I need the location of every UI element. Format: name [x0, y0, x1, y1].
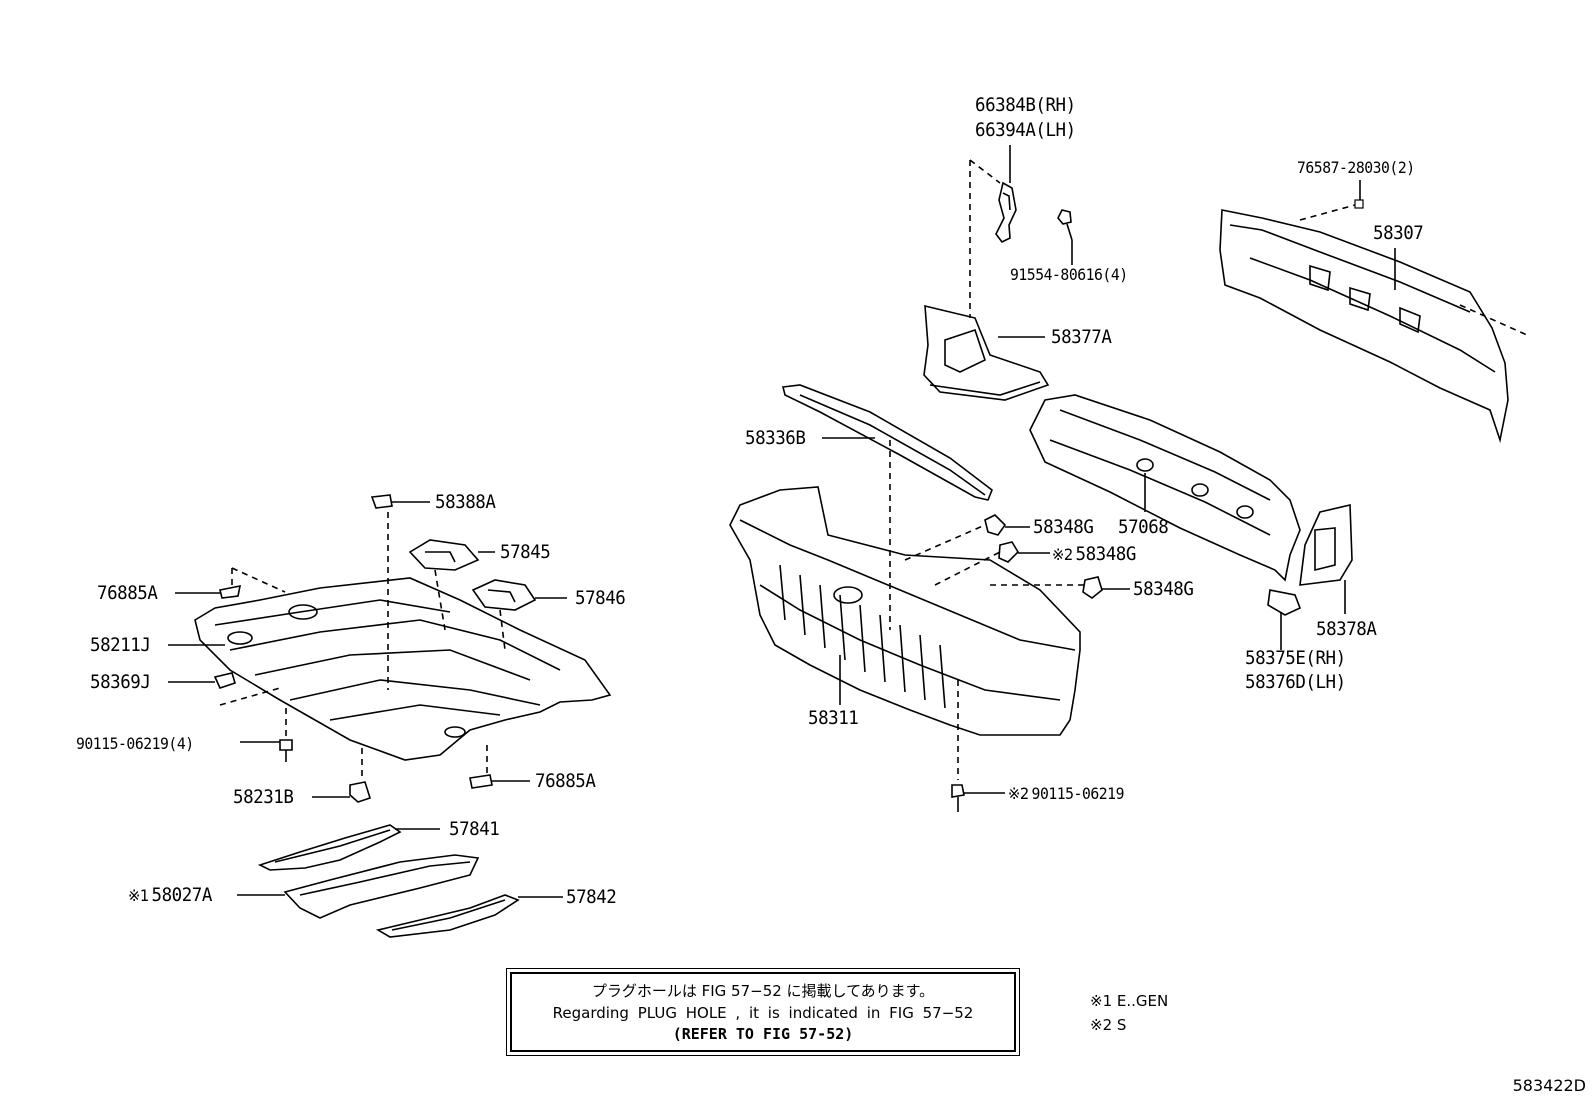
label-76587: 76587-28030(2) — [1297, 158, 1415, 177]
figure-id: 583422D — [1512, 1076, 1586, 1095]
label-58376d: 58376D(LH) — [1245, 671, 1346, 693]
label-90115-right-text: 90115-06219 — [1031, 784, 1125, 803]
dash-58348g-a — [904, 524, 986, 561]
plug-hole-note: プラグホールは FIG 57−52 に掲載してあります。 Regarding P… — [506, 968, 1020, 1056]
label-57842: 57842 — [566, 886, 617, 908]
clip-58348g-2-part — [998, 541, 1020, 563]
legend-item-2: ※2 S — [1090, 1016, 1127, 1034]
bolt-90115-left-part — [279, 739, 293, 762]
label-58311: 58311 — [808, 707, 859, 729]
member-57841-part — [257, 824, 402, 871]
label-57846: 57846 — [575, 587, 626, 609]
label-58348g-3: 58348G — [1133, 578, 1194, 600]
label-58348g-1: 58348G — [1033, 516, 1094, 538]
label-66394a: 66394A(LH) — [975, 119, 1076, 141]
label-76885a-2: 76885A — [535, 770, 596, 792]
member-58336b-part — [782, 384, 993, 501]
mark-2: ※2 — [1008, 784, 1029, 803]
label-58369j: 58369J — [90, 671, 151, 693]
clip-58388a-part — [370, 494, 393, 509]
label-58378a: 58378A — [1316, 618, 1377, 640]
label-58211j: 58211J — [90, 634, 151, 656]
label-57841: 57841 — [449, 818, 500, 840]
dash-floor-e — [434, 569, 446, 631]
label-58348g-2-text: 58348G — [1075, 543, 1137, 565]
label-58388a: 58388A — [435, 491, 496, 513]
dash-floor-b — [231, 567, 286, 593]
bracket-57845-part — [408, 539, 480, 571]
dash-58307-b — [1459, 304, 1528, 336]
reinforcement-57068-part — [1029, 394, 1301, 582]
floor-58211j-part — [194, 577, 612, 761]
bracket-66384b-part — [995, 181, 1017, 244]
dash-58348g-b — [934, 551, 1001, 586]
bolt-91554-part — [1057, 209, 1073, 241]
bracket-58369j-part — [213, 672, 236, 689]
label-58336b: 58336B — [745, 427, 806, 449]
member-58027a-part — [283, 854, 480, 919]
label-58377a: 58377A — [1051, 326, 1112, 348]
label-58307: 58307 — [1373, 222, 1424, 244]
bracket-58375e-part — [1267, 589, 1302, 616]
legend-item-1: ※1 E..GEN — [1090, 992, 1169, 1010]
label-58231b: 58231B — [233, 786, 294, 808]
label-58375e: 58375E(RH) — [1245, 647, 1346, 669]
label-90115-left: 90115-06219(4) — [76, 734, 194, 753]
note-line-3: (REFER TO FIG 57-52) — [672, 1025, 854, 1043]
dash-58307-a — [1299, 204, 1356, 221]
note-line-2: Regarding PLUG HOLE , it is indicated in… — [552, 1004, 974, 1022]
label-66384b: 66384B(RH) — [975, 94, 1076, 116]
dash-floor-c — [219, 687, 281, 706]
plug-76885a-1-part — [219, 584, 242, 599]
note-line-1: プラグホールは FIG 57−52 に掲載してあります。 — [591, 982, 935, 1000]
panel-58377a-part — [923, 304, 1050, 401]
mark-2: ※2 — [1052, 545, 1073, 564]
bolt-90115-right-part — [951, 784, 965, 812]
label-76885a-1: 76885A — [97, 582, 158, 604]
bracket-58231b-part — [349, 781, 371, 803]
member-57842-part — [375, 894, 520, 938]
tub-58311-part — [729, 486, 1081, 736]
dash-floor-f — [499, 609, 506, 651]
clip-58348g-1-part — [984, 514, 1007, 536]
bracket-58378a-part — [1299, 504, 1353, 586]
label-57845: 57845 — [500, 541, 551, 563]
plug-76885a-2-part — [469, 774, 493, 789]
label-58027a-text: 58027A — [151, 884, 213, 906]
mark-1: ※1 — [128, 886, 149, 905]
label-91554: 91554-80616(4) — [1010, 265, 1128, 284]
label-57068: 57068 — [1118, 516, 1169, 538]
clip-58348g-3-part — [1082, 576, 1103, 599]
panel-58307-part — [1219, 209, 1509, 444]
bracket-57846-part — [471, 579, 537, 611]
